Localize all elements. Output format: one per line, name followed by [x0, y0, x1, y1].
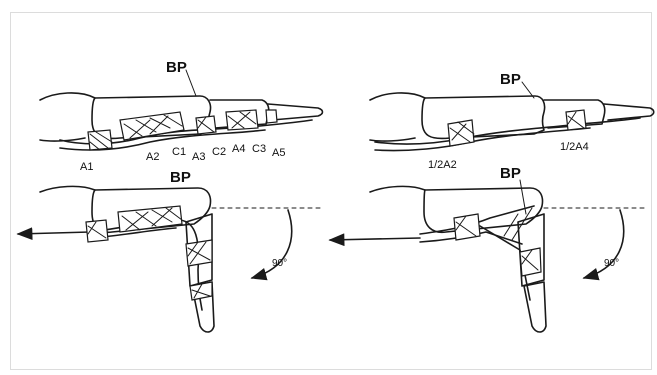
label-a4: A4 [232, 143, 245, 155]
panel-intact-extended: BP A1 A2 C1 A3 C2 A4 C3 A5 [40, 59, 323, 173]
label-half-a2: 1/2A2 [428, 159, 457, 171]
pulley-half-a4 [566, 110, 586, 130]
label-a3: A3 [192, 151, 205, 163]
pulley-a4 [226, 110, 258, 130]
panel-half-pulleys-flexed: 90° BP [330, 165, 644, 332]
label-c1: C1 [172, 146, 186, 158]
angle-label: 90° [272, 258, 287, 269]
label-c2: C2 [212, 146, 226, 158]
label-a1: A1 [80, 161, 93, 173]
pulley-flexed-a1 [86, 220, 108, 242]
pulley-a3 [196, 116, 216, 134]
pulley-half-a2 [448, 120, 474, 146]
bp-label-3: BP [170, 169, 191, 186]
angle-label-2: 90° [604, 258, 619, 269]
bp-label: BP [166, 59, 187, 76]
panel-half-pulleys-extended: BP 1/2A2 1/2A4 [370, 71, 654, 171]
pulley-a5 [266, 110, 277, 123]
label-c3: C3 [252, 143, 266, 155]
panel-intact-flexed: 90° BP [18, 169, 322, 332]
label-a5: A5 [272, 147, 285, 159]
bp-label-4: BP [500, 165, 521, 182]
pulley-flexed-half-a4 [520, 248, 541, 276]
bp-label-2: BP [500, 71, 521, 88]
pulley-flexed-half-a2 [454, 214, 480, 240]
label-a2: A2 [146, 151, 159, 163]
pulley-flexed-a4 [186, 240, 212, 266]
pulley-a1 [88, 130, 112, 150]
label-half-a4: 1/2A4 [560, 141, 589, 153]
